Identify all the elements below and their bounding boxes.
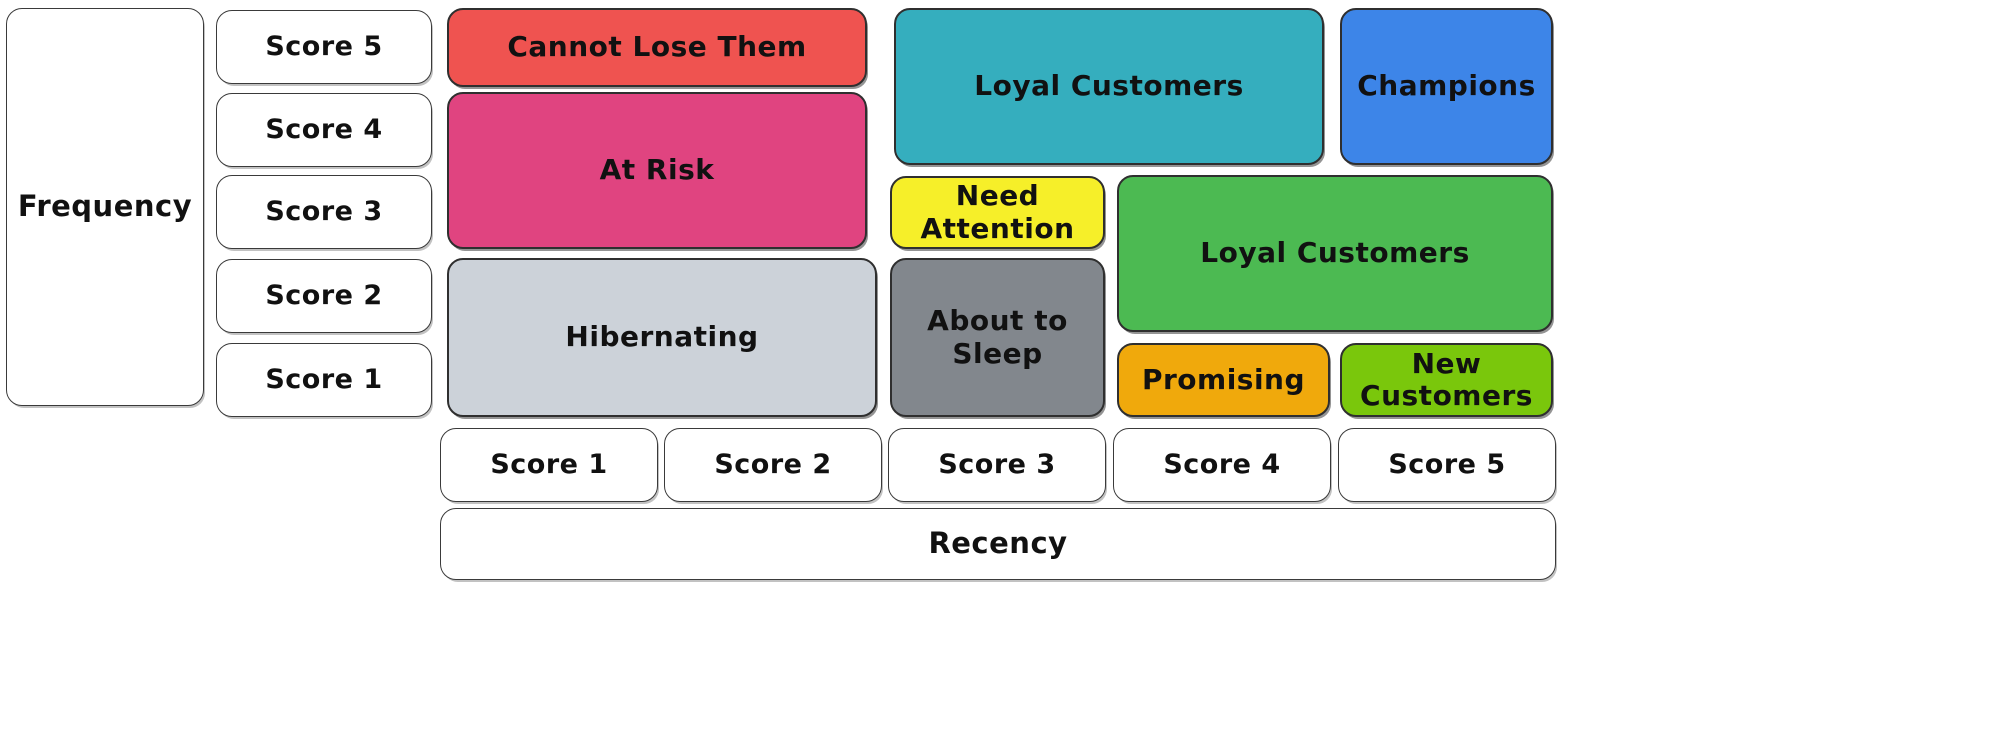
x-tick-score-3: Score 3	[888, 428, 1106, 502]
x-tick-score-5: Score 5	[1338, 428, 1556, 502]
segment-cannot-lose-them[interactable]: Cannot Lose Them	[447, 8, 867, 87]
y-tick-score-4: Score 4	[216, 93, 432, 167]
segment-label: New Customers	[1360, 346, 1533, 412]
y-tick-score-1: Score 1	[216, 343, 432, 417]
y-tick-score-3: Score 3	[216, 175, 432, 249]
segment-hibernating[interactable]: Hibernating	[447, 258, 877, 417]
segment-label: Champions	[1357, 69, 1536, 103]
segment-label: About to Sleep	[927, 304, 1068, 370]
segment-champions[interactable]: Champions	[1340, 8, 1553, 165]
segment-label: At Risk	[599, 153, 715, 187]
segment-at-risk[interactable]: At Risk	[447, 92, 867, 249]
x-tick-score-4: Score 4	[1113, 428, 1331, 502]
axis-title-recency: Recency	[440, 508, 1556, 580]
segment-label: Hibernating	[565, 320, 759, 354]
segment-loyal-customers-top[interactable]: Loyal Customers	[894, 8, 1324, 165]
segment-label: Loyal Customers	[974, 69, 1244, 103]
y-tick-score-5: Score 5	[216, 10, 432, 84]
y-tick-score-2: Score 2	[216, 259, 432, 333]
segment-label: Need Attention	[920, 179, 1075, 245]
segment-label: Cannot Lose Them	[507, 30, 807, 64]
segment-need-attention[interactable]: Need Attention	[890, 176, 1105, 249]
segment-new-customers[interactable]: New Customers	[1340, 343, 1553, 417]
segment-label: Loyal Customers	[1200, 236, 1470, 270]
axis-title-frequency: Frequency	[6, 8, 204, 406]
segment-label: Promising	[1141, 362, 1306, 396]
segment-about-to-sleep[interactable]: About to Sleep	[890, 258, 1105, 417]
x-tick-score-1: Score 1	[440, 428, 658, 502]
segment-loyal-customers-mid[interactable]: Loyal Customers	[1117, 175, 1553, 332]
segment-promising[interactable]: Promising	[1117, 343, 1330, 417]
x-tick-score-2: Score 2	[664, 428, 882, 502]
